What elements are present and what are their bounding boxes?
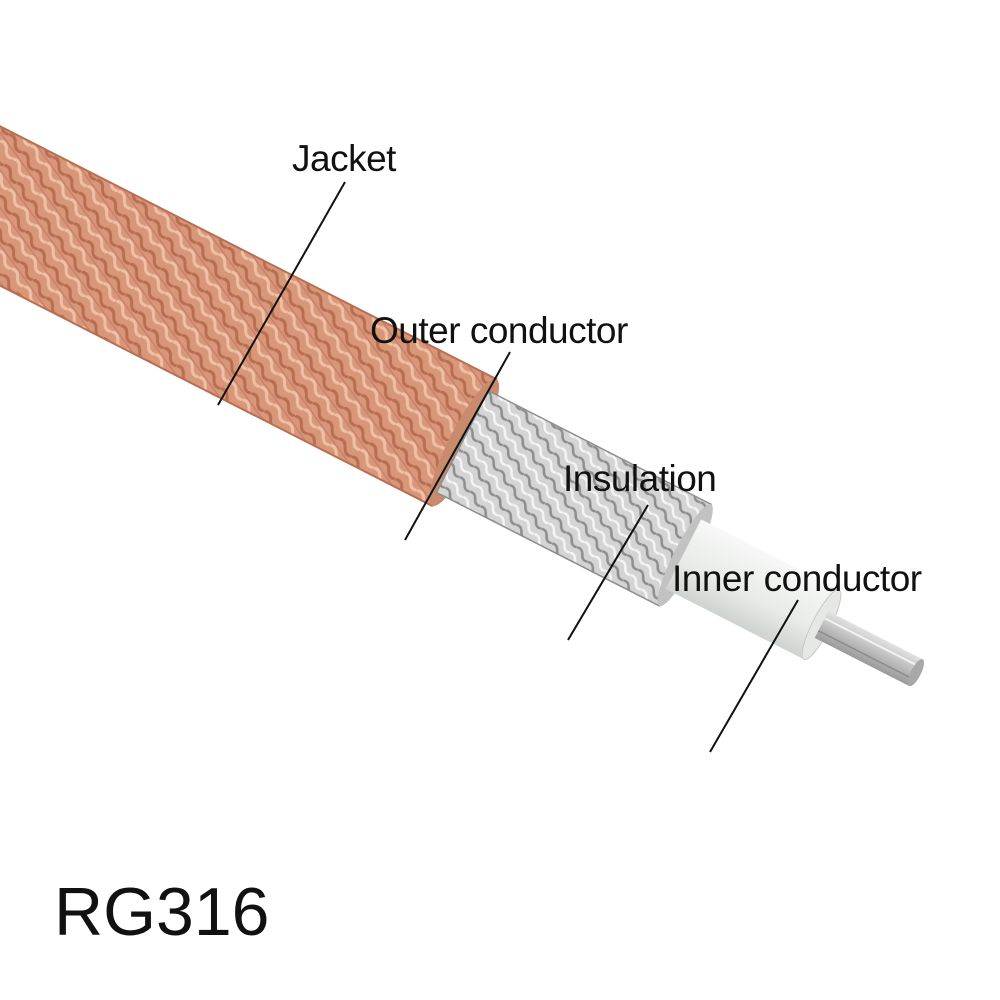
- jacket-label: Jacket: [292, 138, 396, 179]
- insulation-label: Insulation: [563, 458, 717, 499]
- outer-conductor-label: Outer conductor: [370, 310, 628, 351]
- inner-conductor-label: Inner conductor: [672, 558, 922, 599]
- model-label: RG316: [54, 874, 270, 950]
- inner-conductor-leader-line: [709, 599, 799, 753]
- jacket-leader-line: [217, 181, 346, 406]
- inner-conductor-segment: [814, 611, 925, 687]
- insulation-leader-line: [567, 504, 649, 641]
- outer-conductor-leader-line: [404, 351, 511, 541]
